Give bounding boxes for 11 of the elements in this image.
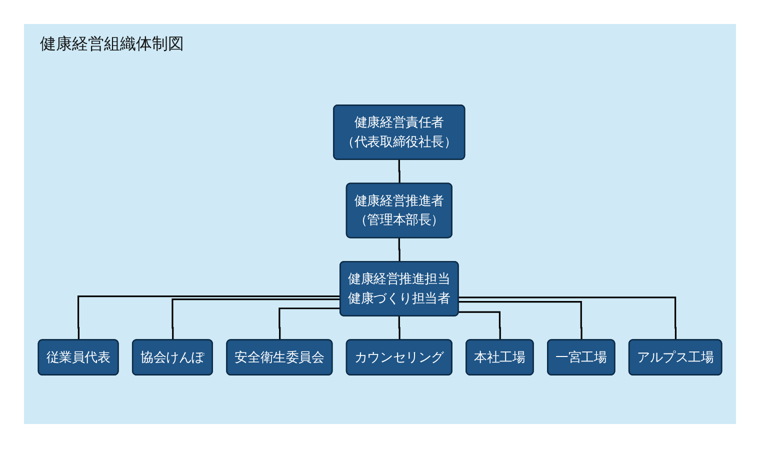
connector xyxy=(398,315,400,340)
connector xyxy=(458,311,501,340)
connector xyxy=(398,158,400,184)
diagram-title: 健康経営組織体制図 xyxy=(40,34,184,55)
connector xyxy=(398,237,400,262)
connector xyxy=(172,298,340,340)
panel-background: 健康経営組織体制図 健康経営責任者 （代表取締役社長） 健康経営推進者 （管理本部長） 健康経営推進担当 健康づくり担当者 従業員代表 協会けんぽ 安全衛生委員会 カウンセリング 本社工場 一宮工場 アルプス工場 xyxy=(24,24,736,424)
connector xyxy=(78,295,340,340)
connector xyxy=(458,300,582,340)
connector xyxy=(278,308,340,340)
connector xyxy=(458,296,677,340)
